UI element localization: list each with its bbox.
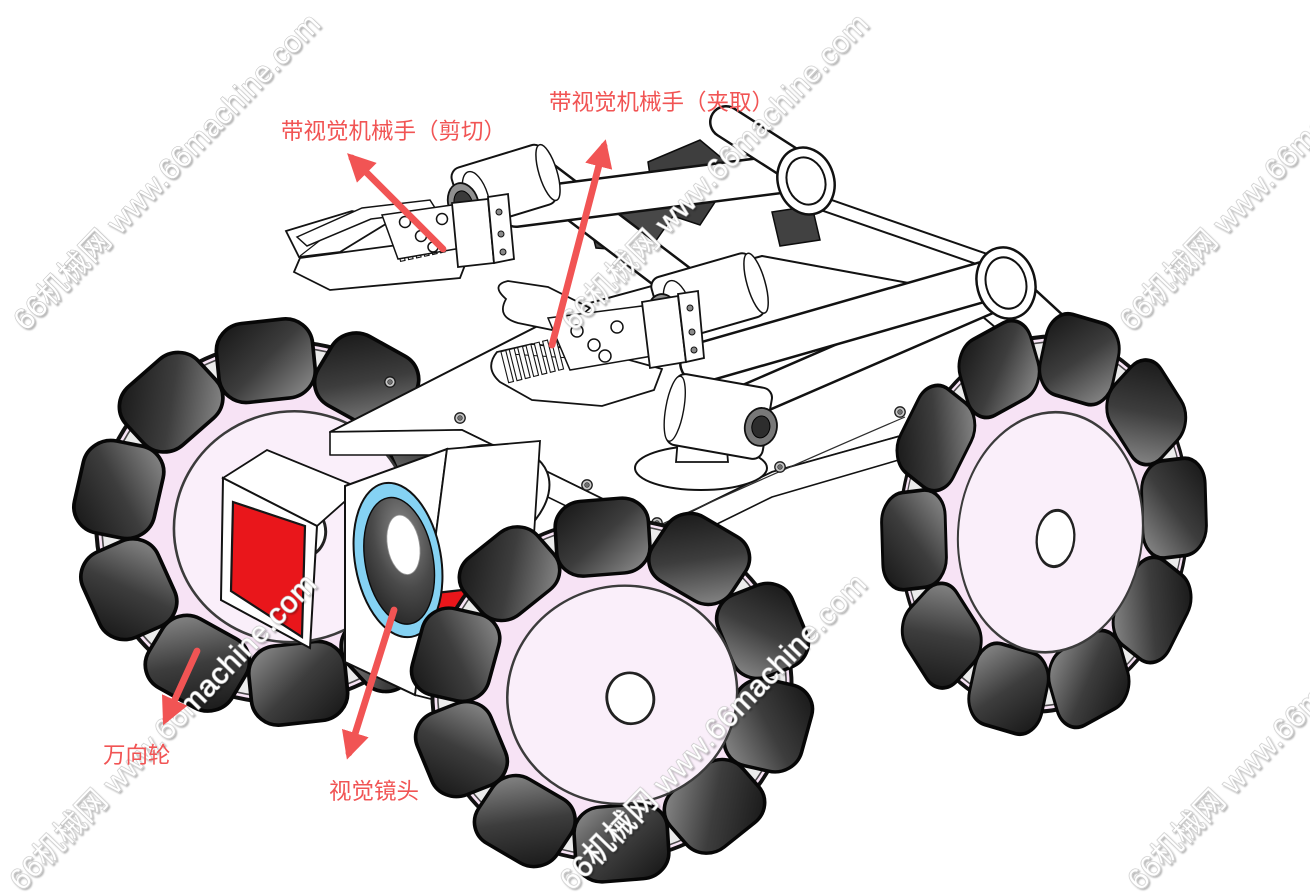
- label-vision-lens: 视觉镜头: [329, 779, 419, 804]
- watermark-text: 66机械网 www.66machine.com: [7, 7, 327, 337]
- red-panel-left: [229, 500, 307, 639]
- vision-lens: [352, 481, 444, 639]
- callout-arrow-cutter: [347, 153, 447, 253]
- callout-annotations: 带视觉机械手（剪切） 带视觉机械手（夹取） 万向轮 视觉镜头: [103, 90, 774, 804]
- robot-vehicle: [25, 105, 1231, 895]
- deck-camera: [634, 373, 778, 491]
- callout-arrow-gripper: [548, 139, 613, 349]
- callout-arrow-universal-wheel: [161, 647, 201, 726]
- arm-joint-elbow: [975, 246, 1037, 320]
- label-arm-cutter: 带视觉机械手（剪切）: [281, 119, 506, 144]
- gripper-clamp: [490, 280, 705, 407]
- callout-arrow-vision-lens: [341, 606, 398, 760]
- arm-joint-shoulder: [776, 146, 836, 216]
- watermark-text: 66机械网 www.66machine.com: [1113, 7, 1310, 337]
- front-left-module: [219, 448, 362, 650]
- label-universal-wheel: 万向轮: [103, 743, 171, 768]
- label-arm-gripper: 带视觉机械手（夹取）: [549, 90, 774, 115]
